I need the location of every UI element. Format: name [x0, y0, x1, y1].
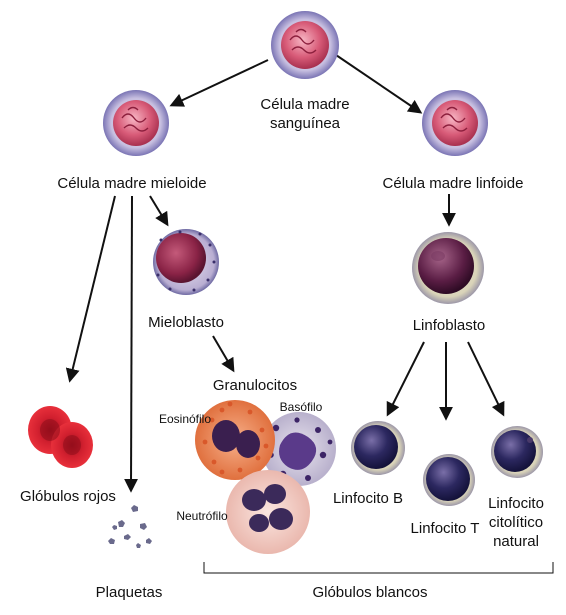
white-blood-cells-bracket: [204, 562, 553, 573]
label-nk-line1: Linfocito: [488, 495, 544, 512]
label-nk-line3: natural: [493, 533, 539, 550]
arrow-myeloblast-to-granulocytes: [213, 336, 233, 370]
label-neutrophil: Neutrófilo: [176, 509, 228, 523]
label-lymphoid-stem-cell: Célula madre linfoide: [383, 175, 524, 192]
arrow-stem-to-myeloid: [172, 60, 268, 105]
myeloblast-cell: [153, 229, 219, 295]
platelets-cluster: [108, 505, 152, 548]
label-b-lymphocyte: Linfocito B: [333, 490, 403, 507]
lymphoid-stem-cell: [422, 90, 488, 156]
nk-lymphocyte-cell: [491, 426, 543, 478]
b-lymphocyte-cell: [351, 421, 405, 475]
label-platelets: Plaquetas: [96, 584, 163, 601]
label-white-blood-cells: Glóbulos blancos: [312, 584, 427, 601]
arrow-lymphoblast-to-nk: [468, 342, 503, 414]
arrow-myeloid-to-platelets: [131, 196, 132, 490]
label-nk-line2: citolítico: [489, 514, 543, 531]
label-stem-cell-line2: sanguínea: [270, 115, 341, 132]
label-stem-cell-line1: Célula madre: [260, 96, 349, 113]
lymphoblast-cell: [412, 232, 484, 304]
arrow-lymphoblast-to-b: [388, 342, 424, 414]
red-blood-cells: [28, 406, 93, 468]
label-t-lymphocyte: Linfocito T: [411, 520, 480, 537]
label-lymphoblast: Linfoblasto: [413, 317, 486, 334]
t-lymphocyte-cell: [423, 454, 475, 506]
arrow-myeloid-to-myeloblast: [150, 196, 167, 224]
neutrophil-cell: [226, 470, 310, 554]
label-granulocytes: Granulocitos: [213, 377, 297, 394]
blood-stem-cell: [271, 11, 339, 79]
myeloid-stem-cell: [103, 90, 169, 156]
label-red-blood-cells: Glóbulos rojos: [20, 488, 116, 505]
arrow-myeloid-to-rbc: [70, 196, 115, 380]
label-eosinophil: Eosinófilo: [159, 412, 211, 426]
label-myeloblast: Mieloblasto: [148, 314, 224, 331]
label-myeloid-stem-cell: Célula madre mieloide: [57, 175, 206, 192]
label-basophil: Basófilo: [280, 400, 323, 414]
